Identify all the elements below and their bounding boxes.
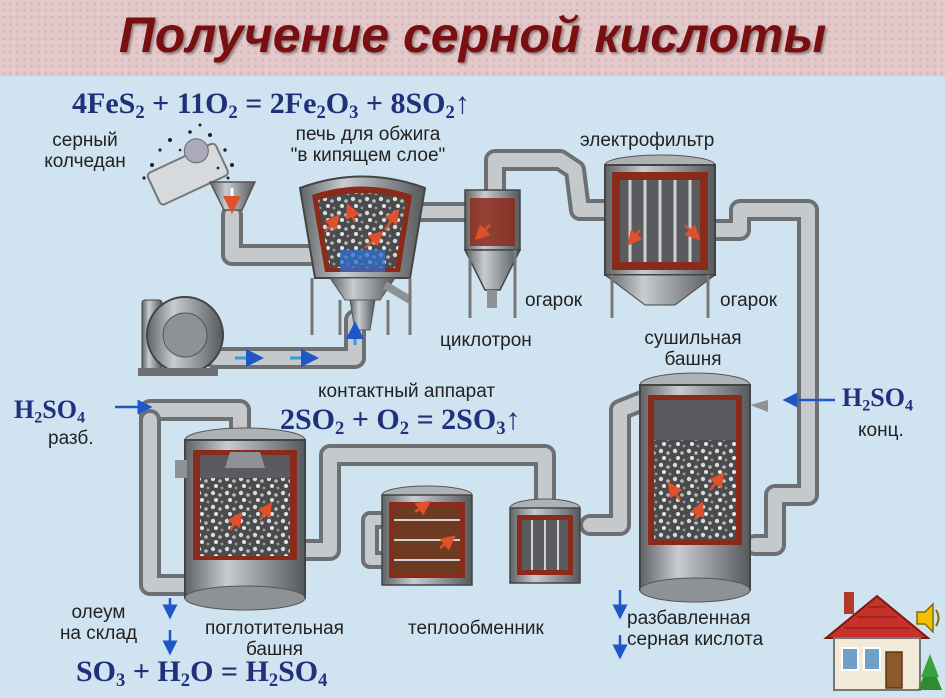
process-diagram — [115, 123, 835, 660]
equation-contact: 2SO2 + O2 = 2SO3↑ — [280, 403, 521, 440]
electrofilter — [603, 154, 717, 318]
home-icon — [823, 592, 942, 691]
label-cinder-electrofilter: огарок — [720, 290, 778, 311]
label-acid-dilute-word: разб. — [48, 428, 94, 449]
label-acid-conc-in: H2SO4 — [842, 383, 914, 415]
liquid-flow-arrows — [115, 392, 835, 660]
air-blower — [138, 296, 364, 376]
label-electrofilter: электрофильтр — [580, 130, 715, 151]
absorption-tower — [175, 427, 306, 611]
equation-roasting: 4FeS2 + 11O2 = 2Fe2O3 + 8SO2↑ — [72, 87, 470, 124]
page-title: Получение серной кислоты — [118, 7, 827, 63]
label-cinder-cyclone: огарок — [525, 290, 583, 311]
home-button[interactable] — [822, 582, 945, 693]
cyclone — [463, 189, 522, 318]
equation-absorption: SO3 + H2O = H2SO4 — [76, 655, 328, 692]
label-acid-conc-word: конц. — [858, 420, 904, 441]
roasting-furnace — [298, 175, 427, 335]
label-cyclone: циклотрон — [440, 330, 532, 351]
speaker-icon — [916, 602, 940, 634]
pipe-network — [139, 149, 819, 596]
contact-apparatus — [381, 485, 473, 586]
pyrite-scoop — [146, 138, 229, 206]
drying-tower — [639, 372, 768, 603]
title-banner — [0, 0, 945, 76]
label-contact-apparatus: контактный аппарат — [318, 381, 496, 402]
label-heat-exchanger: теплообменник — [408, 618, 544, 639]
pyrite-hopper — [142, 123, 257, 214]
label-furnace: печь для обжига"в кипящем слое" — [290, 124, 446, 166]
label-acid-dilute-in: H2SO4 — [14, 395, 86, 427]
heat-exchanger — [509, 498, 581, 584]
